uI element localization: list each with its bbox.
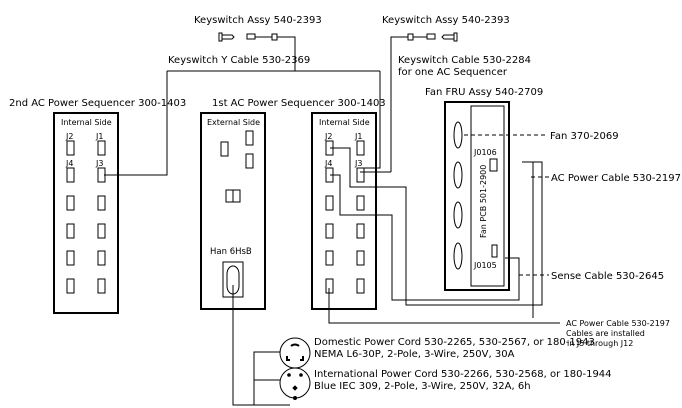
seq1-j4-label: J4	[324, 159, 332, 168]
domestic-cord-line1: Domestic Power Cord 530-2265, 530-2567, …	[314, 337, 595, 348]
seq2-title: 2nd AC Power Sequencer 300-1403	[9, 98, 186, 109]
mains-wire-intl	[253, 379, 280, 405]
fan-pcb	[470, 105, 505, 287]
seq1-external-label: External Side	[207, 118, 260, 127]
seq1-internal-panel	[311, 112, 377, 310]
j0105-label: J0105	[473, 261, 497, 270]
fan-pcb-label: Fan PCB 501-2900	[479, 165, 488, 238]
keyswitch-plug	[271, 33, 278, 41]
seq2-j1-label: J1	[95, 132, 103, 141]
seq1-external-panel	[200, 112, 266, 310]
seq1-j2-label: J2	[324, 132, 332, 141]
key-icon	[218, 32, 235, 42]
seq1-internal-label: Internal Side	[319, 118, 370, 127]
seq2-j2-label: J2	[65, 132, 73, 141]
seq1-j1-label: J1	[354, 132, 362, 141]
international-cord-line1: International Power Cord 530-2266, 530-2…	[314, 369, 612, 380]
y-cable-to-2nd-j3	[104, 71, 168, 176]
domestic-cord-line2: NEMA L6-30P, 2-Pole, 3-Wire, 250V, 30A	[314, 349, 515, 360]
seq2-j4-label: J4	[65, 159, 73, 168]
keyswitch-cable-label-2: for one AC Sequencer	[398, 67, 508, 78]
seq1-title: 1st AC Power Sequencer 300-1403	[212, 98, 386, 109]
ac-power-callout: AC Power Cable 530-2197	[551, 173, 681, 184]
keyswitch-connector	[246, 33, 256, 40]
seq1-external-connectors	[220, 130, 254, 298]
keyswitch-left-label: Keyswitch Assy 540-2393	[194, 15, 322, 26]
seq2-j3-label: J3	[95, 159, 103, 168]
han-connector-label: Han 6HsB	[210, 247, 252, 257]
j0106-label: J0106	[473, 148, 497, 157]
fan-fru-panel	[444, 101, 510, 291]
keyswitch-right-label: Keyswitch Assy 540-2393	[382, 15, 510, 26]
seq2-connectors	[66, 140, 106, 294]
international-plug-icon	[279, 367, 311, 400]
fan-callout: Fan 370-2069	[550, 131, 619, 142]
fan-fru-title: Fan FRU Assy 540-2709	[425, 87, 543, 98]
domestic-plug-icon	[279, 337, 311, 369]
keyswitch-connector	[426, 33, 436, 40]
key-icon	[441, 32, 458, 42]
ac-power-bottom-callout-1: AC Power Cable 530-2197	[566, 319, 670, 328]
ac-power-bottom-callout-3: in J5 through J12	[567, 339, 633, 348]
seq2-internal-label: Internal Side	[61, 118, 112, 127]
j0106-connector	[489, 158, 498, 172]
mains-wire-domestic	[253, 351, 280, 380]
seq2-internal-panel	[53, 112, 119, 314]
keyswitch-plug	[407, 33, 414, 41]
keyswitch-cable-label-1: Keyswitch Cable 530-2284	[398, 55, 531, 66]
y-cable-to-1st-j3	[360, 71, 381, 169]
keyswitch-right	[390, 32, 458, 172]
keyswitch-left	[218, 32, 296, 71]
keyswitch-y-cable-label: Keyswitch Y Cable 530-2369	[168, 55, 310, 66]
ac-power-cable-wire	[330, 147, 543, 306]
fans	[453, 121, 463, 270]
international-cord-line2: Blue IEC 309, 2-Pole, 3-Wire, 250V, 32A,…	[314, 381, 531, 392]
ac-power-cable-bottom-wire	[328, 288, 560, 324]
keyswitch-cable-wire	[390, 36, 408, 172]
mains-wire	[232, 285, 290, 406]
seq1-j3-label: J3	[354, 159, 362, 168]
sense-cable-callout: Sense Cable 530-2645	[551, 271, 664, 282]
ac-power-bottom-callout-2: Cables are installed	[566, 329, 645, 338]
sense-cable-wire	[330, 174, 520, 301]
keyswitch-left-wire	[277, 36, 296, 71]
j0105-connector	[491, 244, 498, 258]
